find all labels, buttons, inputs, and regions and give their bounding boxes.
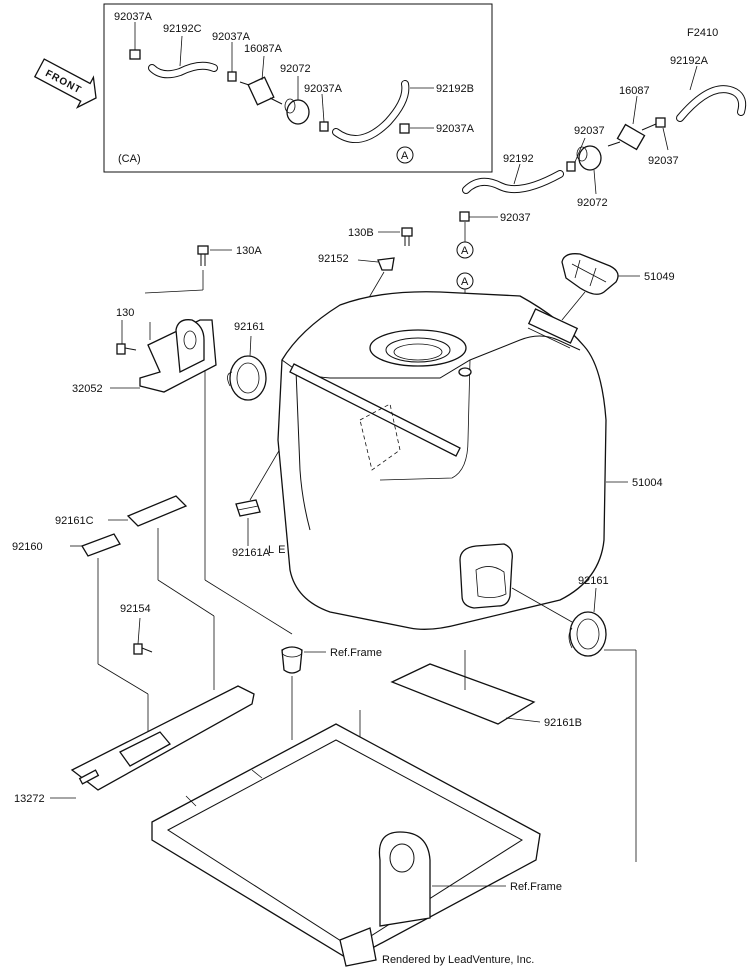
callout-130: 130 — [116, 307, 134, 319]
bolt-130a — [197, 245, 232, 290]
bolt-130b — [378, 227, 413, 246]
grommet-92161-right — [511, 587, 637, 862]
callout-92154: 92154 — [120, 603, 151, 615]
callout-92192c: 92192C — [163, 23, 202, 35]
clamp-92072-inset — [286, 99, 310, 125]
callout-92160: 92160 — [12, 541, 43, 553]
callout-51004: 51004 — [632, 477, 663, 489]
connector-a-2-letter: A — [461, 276, 469, 288]
fuel-tank-51004 — [277, 291, 628, 630]
callout-92192: 92192 — [503, 153, 534, 165]
callout-92161-1: 92161 — [234, 321, 265, 333]
callout-13272: 13272 — [14, 793, 45, 805]
callout-130a: 130A — [236, 245, 262, 257]
callout-92037a-3: 92037A — [304, 83, 343, 95]
fuel-cap-51049 — [561, 253, 640, 321]
bolt-130 — [116, 320, 137, 355]
filter-16087a — [239, 76, 283, 106]
clamp-92037a-3 — [319, 121, 329, 132]
connector-a-inset-letter: A — [401, 150, 409, 162]
filter-16087 — [616, 123, 646, 151]
callout-92161b: 92161B — [544, 717, 582, 729]
callout-92152: 92152 — [318, 253, 349, 265]
front-arrow-icon: FRONT — [33, 58, 97, 109]
clamp-92037a-4 — [399, 123, 410, 134]
callout-16087a: 16087A — [244, 43, 283, 55]
callout-92037a-2: 92037A — [212, 31, 251, 43]
clamp-92037a-2 — [227, 71, 237, 82]
callout-51049: 51049 — [644, 271, 675, 283]
frame-13272 — [50, 685, 541, 967]
clamp-92037-3 — [459, 211, 470, 222]
inset-label: (CA) — [118, 153, 141, 165]
figure-code: F2410 — [687, 27, 718, 39]
callout-92161-2: 92161 — [578, 575, 609, 587]
ca-inset: (CA) A — [103, 3, 493, 173]
clamp-92037a-1 — [129, 49, 141, 60]
pad-92160 — [70, 533, 121, 557]
callout-92161c: 92161C — [55, 515, 94, 527]
clamp-92037-1 — [655, 117, 666, 128]
callout-130b: 130B — [348, 227, 374, 239]
bolt-92154 — [133, 617, 153, 655]
credit-text: Rendered by LeadVenture, Inc. — [382, 954, 534, 966]
callout-92037-3: 92037 — [500, 212, 531, 224]
clamp-92037-2 — [566, 161, 576, 172]
pad-92161a — [235, 499, 261, 517]
callout-92037a-1: 92037A — [114, 11, 153, 23]
callout-ref-frame-2: Ref.Frame — [510, 881, 562, 893]
callout-92192b: 92192B — [436, 83, 474, 95]
callout-92072: 92072 — [577, 197, 608, 209]
callout-92072-inset: 92072 — [280, 63, 311, 75]
nut-ref-frame — [281, 646, 326, 740]
grommet-92161-left — [227, 335, 267, 401]
callout-92037a-4: 92037A — [436, 123, 475, 135]
callout-32052: 32052 — [72, 383, 103, 395]
callout-ref-frame-1: Ref.Frame — [330, 647, 382, 659]
callout-92037-2: 92037 — [648, 155, 679, 167]
pad-92161b — [390, 663, 541, 725]
callout-92161a: 92161A — [232, 547, 271, 559]
callout-16087: 16087 — [619, 85, 650, 97]
clamp-92072 — [578, 145, 602, 171]
callout-92192a: 92192A — [670, 55, 709, 67]
pad-92161c — [108, 495, 188, 527]
bracket-32052 — [110, 289, 217, 393]
callout-92037-1: 92037 — [574, 125, 605, 137]
connector-a-1-letter: A — [461, 245, 469, 257]
connector-a-inset — [396, 146, 414, 164]
